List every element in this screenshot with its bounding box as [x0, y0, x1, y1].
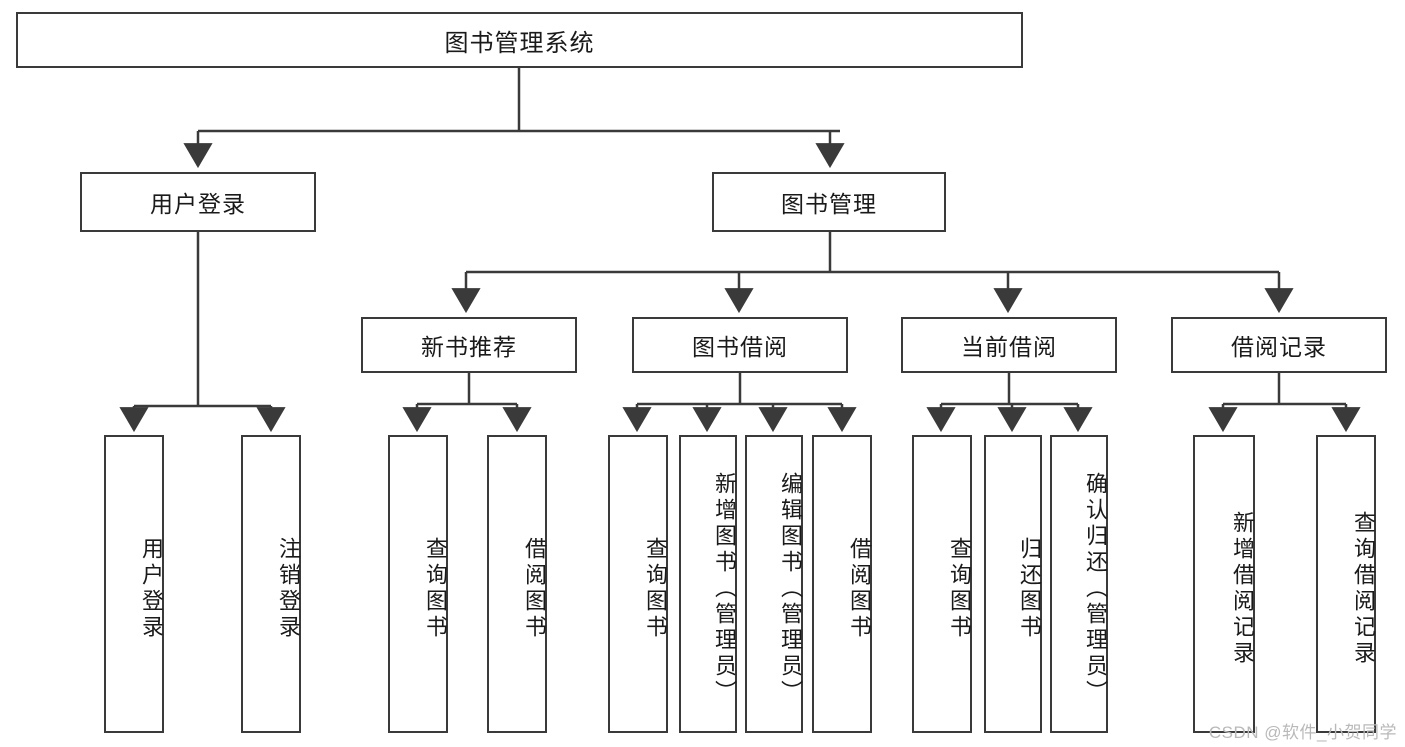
leaf-return-book-label: 归还图书 [1017, 537, 1042, 641]
leaf-confirm-return-admin[interactable]: 确认归还（管理员） [1050, 435, 1108, 733]
node-book-borrow-label: 图书借阅 [692, 334, 788, 360]
node-borrow-record-label: 借阅记录 [1231, 334, 1327, 360]
node-book-borrow[interactable]: 图书借阅 [632, 317, 848, 373]
leaf-user-login[interactable]: 用户登录 [104, 435, 164, 733]
node-book-manage-label: 图书管理 [781, 191, 877, 217]
leaf-add-book-admin[interactable]: 新增图书（管理员） [679, 435, 737, 733]
csdn-watermark: CSDN @软件_小贺同学 [1208, 723, 1397, 742]
node-new-book-recommend[interactable]: 新书推荐 [361, 317, 577, 373]
leaf-user-login-label: 用户登录 [139, 537, 164, 641]
leaf-add-borrow-record[interactable]: 新增借阅记录 [1193, 435, 1255, 733]
leaf-query-book-current[interactable]: 查询图书 [912, 435, 972, 733]
leaf-query-book-borrow[interactable]: 查询图书 [608, 435, 668, 733]
leaf-confirm-return-admin-label: 确认归还（管理员） [1083, 472, 1108, 706]
leaf-borrow-book-borrow[interactable]: 借阅图书 [812, 435, 872, 733]
leaf-query-book-current-label: 查询图书 [947, 537, 972, 641]
leaf-query-borrow-record[interactable]: 查询借阅记录 [1316, 435, 1376, 733]
node-current-borrow[interactable]: 当前借阅 [901, 317, 1117, 373]
leaf-query-book-borrow-label: 查询图书 [643, 537, 668, 641]
node-current-borrow-label: 当前借阅 [961, 334, 1057, 360]
leaf-query-book-recommend[interactable]: 查询图书 [388, 435, 448, 733]
leaf-return-book[interactable]: 归还图书 [984, 435, 1042, 733]
leaf-borrow-book-borrow-label: 借阅图书 [847, 537, 872, 641]
leaf-borrow-book-recommend-label: 借阅图书 [522, 537, 547, 641]
leaf-edit-book-admin[interactable]: 编辑图书（管理员） [745, 435, 803, 733]
node-new-book-recommend-label: 新书推荐 [421, 334, 517, 360]
node-user-login[interactable]: 用户登录 [80, 172, 316, 232]
node-user-login-label: 用户登录 [150, 191, 246, 217]
leaf-edit-book-admin-label: 编辑图书（管理员） [778, 472, 803, 706]
node-book-manage[interactable]: 图书管理 [712, 172, 946, 232]
leaf-query-book-recommend-label: 查询图书 [423, 537, 448, 641]
node-root-system[interactable]: 图书管理系统 [16, 12, 1023, 68]
leaf-logout-login[interactable]: 注销登录 [241, 435, 301, 733]
node-root-label: 图书管理系统 [444, 29, 595, 57]
leaf-logout-login-label: 注销登录 [276, 537, 301, 641]
leaf-add-book-admin-label: 新增图书（管理员） [712, 472, 737, 706]
leaf-query-borrow-record-label: 查询借阅记录 [1351, 511, 1376, 667]
node-borrow-record[interactable]: 借阅记录 [1171, 317, 1387, 373]
leaf-borrow-book-recommend[interactable]: 借阅图书 [487, 435, 547, 733]
leaf-add-borrow-record-label: 新增借阅记录 [1230, 511, 1255, 667]
